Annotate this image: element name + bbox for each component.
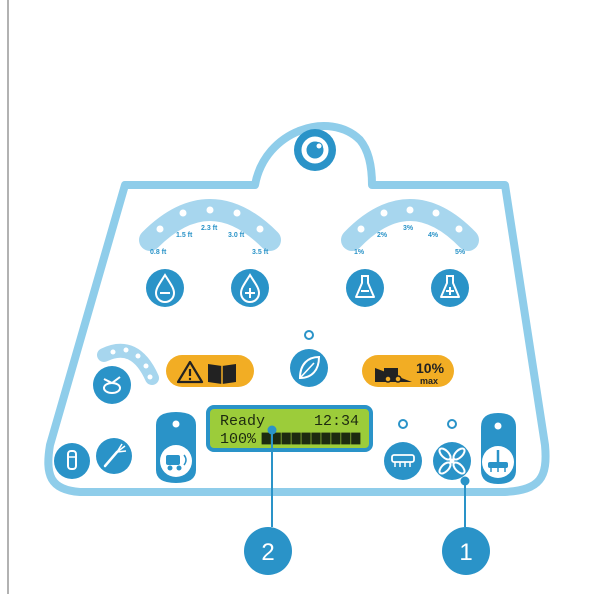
callout-2: 2 <box>244 425 292 575</box>
side-brush-button[interactable] <box>96 438 132 474</box>
battery-segment <box>351 432 361 445</box>
vacuum-led <box>447 419 457 429</box>
eco-mode-button[interactable] <box>290 349 328 387</box>
water-decrease-button[interactable] <box>146 269 184 307</box>
detergent-led <box>455 225 463 233</box>
scrub-deck-icon <box>488 450 508 472</box>
fan-icon <box>438 447 466 475</box>
lcd-battery-text: 100% <box>220 431 257 448</box>
detergent-decrease-button[interactable] <box>346 269 384 307</box>
detergent-scale: 1% 2% 3% 4% 5% <box>341 199 479 256</box>
eco-led <box>304 330 314 340</box>
battery-segment <box>331 432 341 445</box>
battery-segment <box>301 432 311 445</box>
brush-pressure-button[interactable] <box>93 366 131 404</box>
water-drop-plus-icon <box>239 273 261 303</box>
battery-segment <box>281 432 291 445</box>
eye-logo-icon <box>294 129 336 171</box>
detergent-label: 4% <box>428 232 439 239</box>
brush-led <box>398 419 408 429</box>
lcd-time-text: 12:34 <box>314 413 359 430</box>
water-label: 3.5 ft <box>252 249 269 256</box>
callout-1-label: 1 <box>459 539 472 566</box>
battery-segment <box>321 432 331 445</box>
detergent-increase-button[interactable] <box>431 269 469 307</box>
water-led <box>233 209 241 217</box>
detergent-led <box>357 225 365 233</box>
warning-manual-icon <box>176 360 236 384</box>
battery-segment <box>291 432 301 445</box>
flask-plus-icon <box>440 275 460 298</box>
flashlight-icon <box>67 450 77 470</box>
side-brush-icon <box>103 443 127 468</box>
water-flow-scale: 0.8 ft 1.5 ft 2.3 ft 3.0 ft 3.5 ft <box>139 199 281 256</box>
warning-indicator <box>166 355 254 387</box>
water-led <box>179 209 187 217</box>
mode-level-indicator <box>97 343 159 385</box>
detergent-led <box>380 209 388 217</box>
lcd-battery-bar <box>261 432 361 445</box>
detergent-led <box>406 206 414 214</box>
scrub-mode-led <box>494 422 502 430</box>
water-label: 2.3 ft <box>201 225 218 232</box>
lcd-status-text: Ready <box>220 413 265 430</box>
detergent-led <box>432 209 440 217</box>
slope-percent-text: 10% <box>416 360 445 376</box>
detergent-label: 2% <box>377 232 388 239</box>
flask-minus-icon <box>355 275 375 298</box>
slope-warning-icon <box>375 368 412 383</box>
detergent-label: 3% <box>403 225 414 232</box>
water-drop-minus-icon <box>154 273 176 303</box>
scrubber-machine-icon <box>166 454 187 471</box>
battery-segment <box>261 432 271 445</box>
water-led <box>156 225 164 233</box>
water-label: 0.8 ft <box>150 249 167 256</box>
detergent-label: 1% <box>354 249 365 256</box>
brush-pressure-icon <box>103 376 121 394</box>
brush-deck-icon <box>391 454 415 467</box>
callout-2-label: 2 <box>261 539 274 566</box>
water-increase-button[interactable] <box>231 269 269 307</box>
battery-segment <box>271 432 281 445</box>
water-led <box>206 206 214 214</box>
water-label: 3.0 ft <box>228 232 245 239</box>
water-label: 1.5 ft <box>176 232 193 239</box>
brush-button[interactable] <box>384 442 422 480</box>
lcd-display: Ready 12:34 100% <box>206 405 373 452</box>
scrub-mode-button[interactable] <box>481 413 516 484</box>
slope-indicator: 10% max <box>362 355 454 387</box>
leaf-icon <box>298 355 321 380</box>
detergent-label: 5% <box>455 249 466 256</box>
callout-1: 1 <box>442 476 490 575</box>
battery-segment <box>341 432 351 445</box>
slope-max-text: max <box>420 376 438 386</box>
battery-segment <box>311 432 321 445</box>
auto-scrub-button[interactable] <box>156 412 196 483</box>
headlight-button[interactable] <box>54 443 90 479</box>
vacuum-fan-button[interactable] <box>433 442 471 480</box>
water-led <box>256 225 264 233</box>
auto-scrub-led <box>172 420 180 428</box>
